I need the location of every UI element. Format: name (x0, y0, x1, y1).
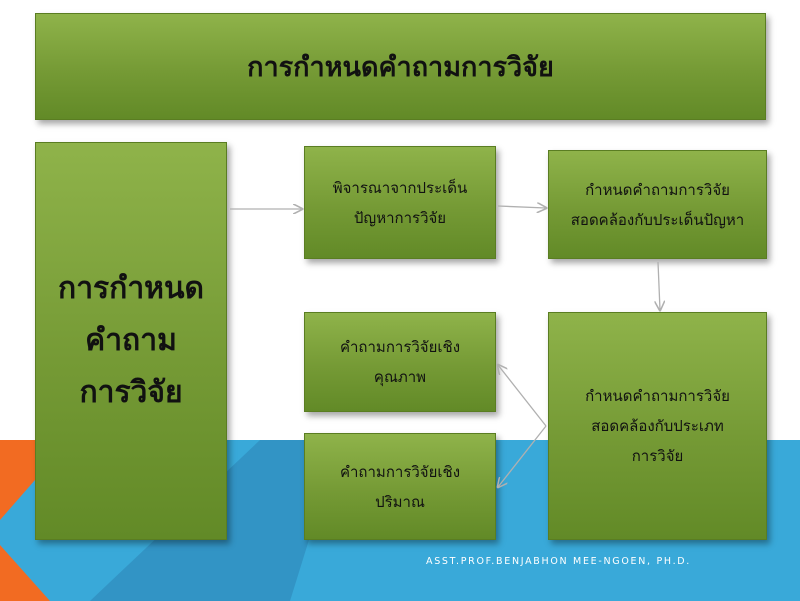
step-consider-box: พิจารณาจากประเด็น ปัญหาการวิจัย (304, 146, 496, 259)
qualitative-label: คำถามการวิจัยเชิง คุณภาพ (339, 338, 461, 386)
step-align-problem-box: กำหนดคำถามการวิจัย สอดคล้องกับประเด็นปัญ… (548, 150, 767, 259)
main-topic-label: การกำหนด คำถาม การวิจัย (58, 271, 204, 410)
step-align-problem-label: กำหนดคำถามการวิจัย สอดคล้องกับประเด็นปัญ… (570, 180, 745, 229)
quantitative-label: คำถามการวิจัยเชิง ปริมาณ (339, 462, 461, 511)
qualitative-box: คำถามการวิจัยเชิง คุณภาพ (304, 312, 496, 412)
title-box: การกำหนดคำถามการวิจัย (35, 13, 766, 120)
page-title: การกำหนดคำถามการวิจัย (247, 52, 554, 83)
step-align-type-box: กำหนดคำถามการวิจัย สอดคล้องกับประเภท การ… (548, 312, 767, 540)
author-footer: ASST.PROF.BENJABHON MEE-NGOEN, PH.D. (426, 556, 692, 567)
main-topic-box: การกำหนด คำถาม การวิจัย (35, 142, 227, 540)
quantitative-box: คำถามการวิจัยเชิง ปริมาณ (304, 433, 496, 540)
step-consider-label: พิจารณาจากประเด็น ปัญหาการวิจัย (332, 178, 468, 227)
step-align-type-label: กำหนดคำถามการวิจัย สอดคล้องกับประเภท การ… (585, 387, 730, 465)
orange-accent-bottom (0, 545, 50, 601)
